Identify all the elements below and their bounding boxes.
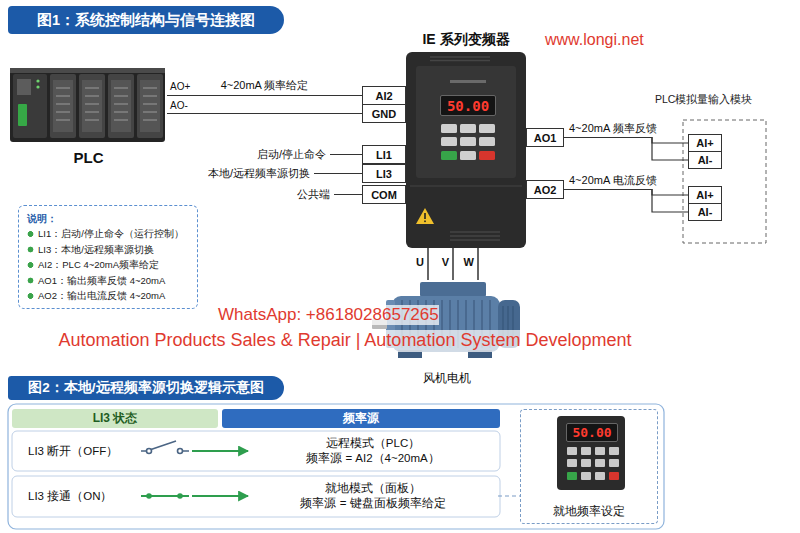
terminal-box-text: LI3 [376, 167, 392, 181]
signal-wire [477, 248, 479, 280]
input-terminal: AI+ [688, 186, 722, 204]
table-row [12, 476, 500, 517]
signal-description: 本地/远程频率源切换 [208, 167, 310, 180]
switch-open [141, 441, 189, 454]
input-terminal: AI+ [688, 134, 722, 152]
switch-closed [141, 493, 189, 499]
plc-unit: PLC [10, 64, 167, 168]
signal-wire [564, 190, 688, 196]
panel-display-text: 50.00 [572, 425, 611, 440]
input-terminal-text: AI- [698, 153, 713, 167]
wire-label: 4~20mA 频率给定 [220, 79, 310, 92]
figure-header: 图1：系统控制结构与信号连接图 [8, 6, 284, 34]
input-terminal: AI- [688, 203, 722, 221]
terminal-box-text: AI2 [375, 89, 392, 103]
table-header-text: 频率源 [343, 411, 379, 426]
table-row [12, 431, 500, 471]
input-terminal: AI- [688, 151, 722, 169]
switch-state-cell: LI3 接通（ON） [14, 478, 192, 514]
vfd-unit-text: IE 系列变频器 [422, 30, 509, 48]
plc-rack [10, 68, 165, 142]
signal-wire [564, 138, 688, 144]
table-header: 频率源 [222, 409, 500, 428]
signal-wire [167, 95, 362, 96]
input-terminal-text: AI- [698, 205, 713, 219]
switch-state-cell: LI3 断开（OFF） [14, 433, 192, 469]
notes-box-text: AO2：输出电流反馈 4~20mA [27, 288, 165, 304]
terminal-box: AO1 [526, 128, 564, 147]
frequency-source-cell-text: 就地模式（面板） [325, 481, 421, 496]
switch-state-cell-text: LI3 接通（ON） [28, 489, 112, 504]
watermark: www.longi.net [545, 30, 644, 49]
signal-wire [564, 190, 688, 213]
figure-frame [8, 404, 664, 529]
notes-box-text: 说明： [27, 211, 57, 226]
wire-label: U [415, 256, 425, 269]
frequency-source-cell-text: 远程模式（PLC） [326, 436, 420, 451]
local-setting-box-text: 就地频率设定 [553, 504, 625, 519]
terminal-box-text: LI1 [376, 148, 392, 162]
wire-label: 4~20mA 电流反馈 [568, 174, 658, 187]
figure-header: 图2：本地/远程频率源切换逻辑示意图 [8, 376, 284, 400]
notes-box: 说明：LI1：启动/停止命令（运行控制）LI3：本地/远程频率源切换AI2：PL… [18, 205, 198, 309]
figure-header-text: 图2：本地/远程频率源切换逻辑示意图 [28, 380, 263, 397]
notes-box-text: LI3：本地/远程频率源切换 [27, 242, 154, 258]
signal-wire [498, 495, 520, 496]
terminal-box: COM [362, 185, 406, 204]
local-setting-box: 就地频率设定 50.00 [520, 409, 658, 524]
input-terminal-text: AI+ [696, 188, 713, 202]
switch-state-cell-text: LI3 断开（OFF） [28, 444, 118, 459]
table-header-text: LI3 状态 [93, 411, 138, 426]
terminal-box: GND [362, 104, 406, 123]
wire-label: 4~20mA 频率反馈 [568, 122, 658, 135]
notes-box-text: AI2：PLC 4~20mA频率给定 [27, 257, 159, 273]
plc-unit-text: PLC [74, 149, 104, 168]
terminal-box-text: AO1 [534, 131, 557, 145]
module-outline [683, 120, 766, 243]
wire-label: V [441, 256, 450, 269]
signal-wire [167, 113, 362, 114]
frequency-source-cell: 就地模式（面板）频率源 = 键盘面板频率给定 [248, 478, 498, 514]
input-module-text: PLC模拟量输入模块 [655, 92, 752, 106]
notes-box-text: LI1：启动/停止命令（运行控制） [27, 226, 184, 242]
vfd-display: 50.00 [440, 95, 496, 116]
fan-motor-unit-text: 风机电机 [423, 370, 471, 386]
frequency-source-cell-text: 频率源 = 键盘面板频率给定 [300, 496, 445, 511]
frequency-source-cell: 远程模式（PLC）频率源 = AI2（4~20mA） [248, 433, 498, 469]
input-module: PLC模拟量输入模块 AI+ AI- AI+ AI- [655, 92, 770, 245]
signal-name: AO- [170, 100, 188, 111]
vfd-unit: IE 系列变频器 50.00 [406, 30, 526, 248]
signal-wire [452, 248, 454, 280]
watermark: Automation Products Sales & Repair | Aut… [59, 330, 632, 352]
vfd-display-text: 50.00 [447, 98, 489, 114]
terminal-box: LI1 [362, 145, 406, 164]
terminal-box: LI3 [362, 164, 406, 183]
input-terminal-text: AI+ [696, 136, 713, 150]
table-header: LI3 状态 [12, 409, 218, 428]
terminal-box-text: AO2 [534, 183, 557, 197]
watermark: WhatsApp: +8618028657265 [218, 305, 439, 325]
terminal-box: AI2 [362, 86, 406, 105]
frequency-source-cell-text: 频率源 = AI2（4~20mA） [306, 451, 440, 466]
terminal-box-text: COM [371, 188, 397, 202]
signal-name: AO+ [170, 81, 190, 92]
signal-wire [427, 248, 429, 280]
terminal-box: AO2 [526, 180, 564, 199]
keypad-panel [557, 416, 625, 490]
signal-wire [192, 450, 248, 452]
notes-box-text: AO1：输出频率反馈 4~20mA [27, 273, 165, 289]
signal-wire [564, 138, 688, 161]
panel-display: 50.00 [566, 423, 618, 442]
signal-wire [192, 495, 248, 497]
figure-header-text: 图1：系统控制结构与信号连接图 [37, 11, 255, 29]
vfd-housing [406, 52, 526, 248]
signal-description: 公共端 [297, 188, 330, 201]
wire-label: W [463, 256, 475, 269]
signal-description: 启动/停止命令 [257, 148, 326, 161]
terminal-box-text: GND [372, 107, 396, 121]
